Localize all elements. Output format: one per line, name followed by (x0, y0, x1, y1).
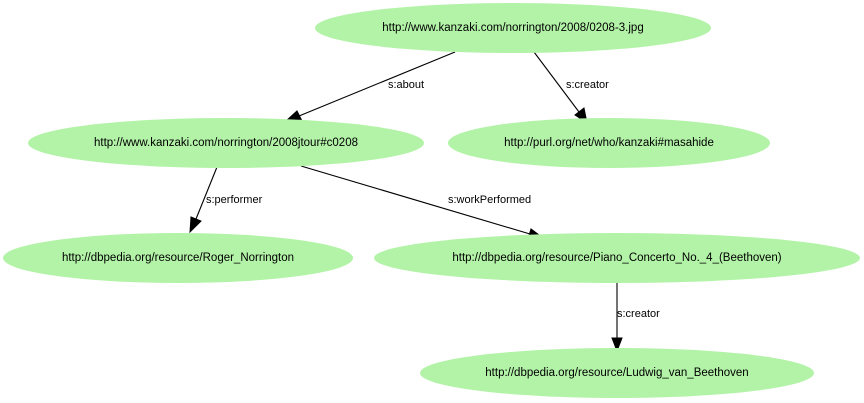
node-beethoven-label: http://dbpedia.org/resource/Ludwig_van_B… (485, 367, 748, 379)
edge-performer-label: s:performer (206, 194, 263, 206)
edge-about-label: s:about (388, 79, 424, 91)
node-concert-ellipse (28, 118, 424, 168)
edge-work-performed-label: s:workPerformed (448, 194, 531, 206)
node-concert-label: http://www.kanzaki.com/norrington/2008jt… (94, 137, 358, 149)
edge-performer: s:performer (189, 166, 263, 234)
node-masahide-label: http://purl.org/net/who/kanzaki#masahide (504, 137, 714, 149)
node-norrington: http://dbpedia.org/resource/Roger_Norrin… (3, 233, 353, 283)
edge-creator-concerto: s:creator (611, 283, 660, 353)
node-concerto: http://dbpedia.org/resource/Piano_Concer… (374, 233, 860, 283)
edge-performer-line (195, 166, 218, 220)
edge-performer-arrowhead (189, 216, 202, 234)
edge-creator-concerto-label: s:creator (617, 308, 660, 320)
node-masahide-ellipse (448, 118, 770, 168)
edge-creator-concerto-arrowhead (611, 337, 623, 353)
edge-about-line (298, 51, 456, 117)
node-masahide: http://purl.org/net/who/kanzaki#masahide (448, 118, 770, 168)
node-concerto-ellipse (374, 233, 860, 283)
edge-creator-photo-label: s:creator (566, 79, 609, 91)
edge-work-performed: s:workPerformed (300, 165, 545, 240)
node-beethoven-ellipse (420, 348, 814, 398)
edge-creator-photo: s:creator (533, 51, 609, 125)
node-photo-label: http://www.kanzaki.com/norrington/2008/0… (382, 22, 643, 34)
node-concerto-label: http://dbpedia.org/resource/Piano_Concer… (452, 252, 781, 264)
node-norrington-ellipse (3, 233, 353, 283)
node-photo-ellipse (315, 3, 711, 53)
edge-about: s:about (284, 51, 456, 122)
node-beethoven: http://dbpedia.org/resource/Ludwig_van_B… (420, 348, 814, 398)
node-norrington-label: http://dbpedia.org/resource/Roger_Norrin… (62, 252, 294, 264)
edge-creator-photo-line (533, 51, 580, 113)
node-photo: http://www.kanzaki.com/norrington/2008/0… (315, 3, 711, 53)
node-concert: http://www.kanzaki.com/norrington/2008jt… (28, 118, 424, 168)
edge-work-performed-line (300, 165, 531, 235)
